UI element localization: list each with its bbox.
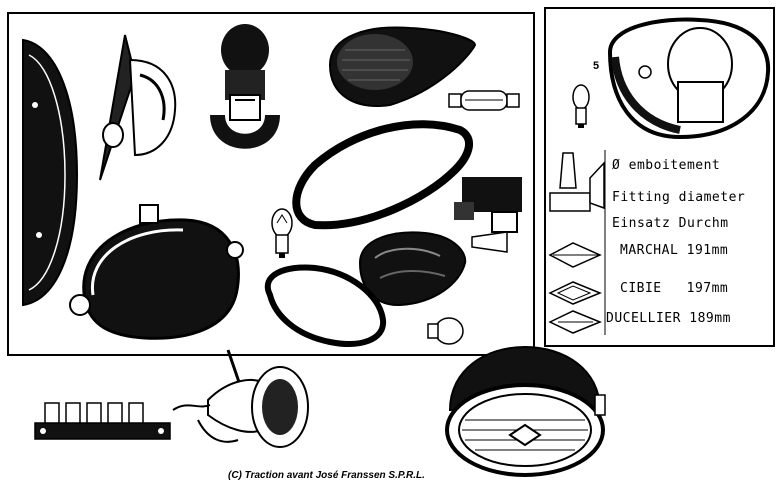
bulb-small-icon: [572, 84, 590, 128]
brand-cibie-label: CIBIE 197mm: [620, 281, 729, 296]
fitting-label-fr: Ø emboitement: [612, 158, 721, 173]
side-lamp-housing-illustration: [99, 34, 177, 181]
lens-profile-cibie-icon: [548, 281, 602, 305]
brand-ducellier-label: DUCELLIER 189mm: [606, 311, 731, 326]
teardrop-lamp-lens-illustration: [358, 231, 467, 307]
headlamp-body-illustration: [69, 204, 244, 340]
wiring-connector-block-illustration: [454, 177, 522, 253]
lens-profile-marchal-icon: [548, 242, 602, 268]
brand-marchal-label: MARCHAL 191mm: [620, 243, 729, 258]
lamp-rim-ring-large-illustration: [292, 120, 473, 230]
tail-lamp-long-illustration: [22, 38, 79, 307]
dimension-arrow-line: [604, 150, 606, 335]
lamp-rim-ring-small-illustration: [264, 264, 387, 347]
fitting-label-en: Fitting diameter: [612, 190, 746, 205]
teardrop-lamp-top-illustration: [328, 26, 477, 107]
bulbholder-bracket-icon: [549, 152, 605, 212]
fuse-box-illustration: [34, 402, 171, 440]
bulb-single-icon: [271, 208, 293, 258]
round-headlamp-illustration: [445, 345, 606, 477]
figure-marker: 5: [593, 60, 600, 72]
lens-profile-ducellier-icon: [548, 310, 602, 334]
copyright-footer: (C) Traction avant José Franssen S.P.R.L…: [228, 470, 425, 481]
indicator-lamp-assembly-illustration: [172, 349, 309, 448]
rear-lamp-bulbholder-illustration: [210, 24, 280, 149]
tail-lamp-cutaway-illustration: [607, 17, 771, 140]
fitting-label-de: Einsatz Durchm: [612, 216, 729, 231]
festoon-bulb-icon: [448, 90, 520, 111]
bulb-festoon-small-icon: [427, 317, 464, 345]
